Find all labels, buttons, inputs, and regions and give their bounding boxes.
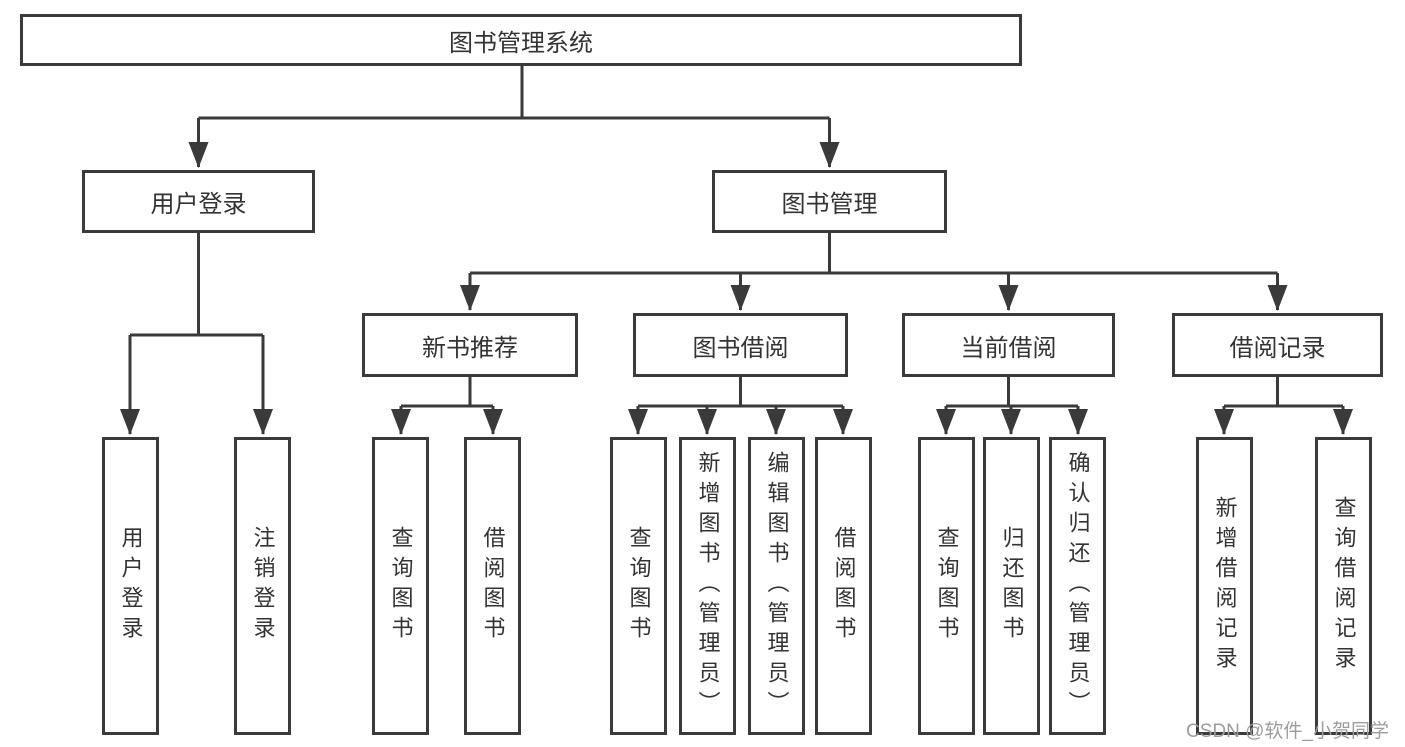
leaf-query-borrow-record: 查询借阅记录 <box>1315 437 1372 735</box>
leaf-query-books-current: 查询图书 <box>918 437 975 735</box>
leaf-return-books: 归还图书 <box>983 437 1040 735</box>
leaf-logout: 注销登录 <box>234 437 291 735</box>
leaf-user-login: 用户登录 <box>102 437 159 735</box>
node-book-borrowing: 图书借阅 <box>633 313 848 377</box>
node-book-management: 图书管理 <box>712 170 947 233</box>
leaf-query-books-recommend: 查询图书 <box>372 437 429 735</box>
leaf-confirm-return-admin: 确认归还（管理员） <box>1049 437 1106 735</box>
csdn-watermark: CSDN @软件_小贺同学 <box>1186 721 1389 742</box>
node-current-borrowing: 当前借阅 <box>902 313 1115 377</box>
node-borrowing-records: 借阅记录 <box>1172 313 1383 377</box>
leaf-add-borrow-record: 新增借阅记录 <box>1196 437 1253 735</box>
leaf-add-books-admin: 新增图书（管理员） <box>679 437 736 735</box>
leaf-borrow-books-recommend: 借阅图书 <box>464 437 521 735</box>
node-library-system: 图书管理系统 <box>20 14 1022 66</box>
leaf-query-books-borrow: 查询图书 <box>610 437 667 735</box>
leaf-edit-books-admin: 编辑图书（管理员） <box>748 437 805 735</box>
node-user-login: 用户登录 <box>82 170 315 233</box>
leaf-borrow-books: 借阅图书 <box>815 437 872 735</box>
node-new-book-recommendation: 新书推荐 <box>362 313 578 377</box>
